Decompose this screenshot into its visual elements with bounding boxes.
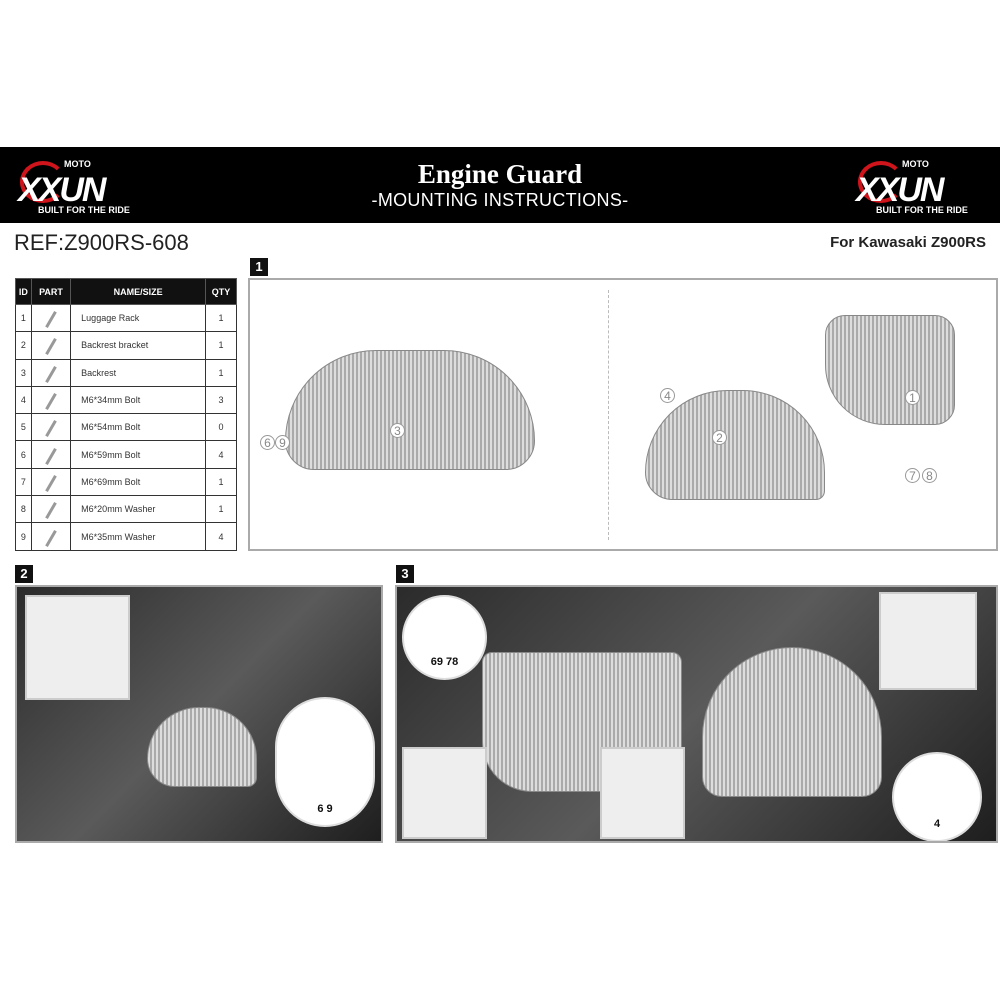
hardware-inset: 6 9 — [275, 697, 375, 827]
part-name: M6*54mm Bolt — [70, 413, 207, 442]
part-id: 7 — [15, 467, 32, 497]
step-1-badge: 1 — [250, 258, 268, 276]
part-qty: 3 — [205, 385, 237, 415]
part-image — [30, 467, 72, 497]
reference-code: REF:Z900RS-608 — [14, 230, 189, 255]
bolt-detail-inset — [25, 595, 130, 700]
part-image — [30, 358, 72, 387]
part-id: 1 — [15, 303, 32, 333]
part-qty: 1 — [205, 303, 237, 333]
part-name: M6*69mm Bolt — [70, 467, 207, 497]
part-id: 6 — [15, 440, 32, 469]
part-qty: 4 — [205, 522, 237, 551]
part-image — [30, 385, 72, 415]
step-2-badge: 2 — [15, 565, 33, 583]
part-name: Luggage Rack — [70, 303, 207, 333]
part-id: 5 — [15, 413, 32, 442]
part-image — [30, 522, 72, 551]
step-3-photo: 69 78 4 — [395, 585, 998, 843]
col-id: ID — [15, 278, 32, 305]
hardware-inset-a: 69 78 — [402, 595, 487, 680]
cover-part-1 — [825, 315, 955, 425]
part-qty: 4 — [205, 440, 237, 469]
part-qty: 1 — [205, 467, 237, 497]
part-name: M6*34mm Bolt — [70, 385, 207, 415]
col-name: NAME/SIZE — [70, 278, 207, 305]
part-image — [30, 495, 72, 524]
page-title: Engine Guard — [417, 159, 583, 189]
part-name: Backrest — [70, 358, 207, 387]
hardware-inset-b: 4 — [892, 752, 982, 841]
part-qty: 0 — [205, 413, 237, 442]
part-id: 2 — [15, 331, 32, 360]
engine-guard-part-3 — [285, 350, 535, 470]
col-qty: QTY — [205, 278, 237, 305]
part-id: 9 — [15, 522, 32, 551]
part-qty: 1 — [205, 495, 237, 524]
part-name: M6*59mm Bolt — [70, 440, 207, 469]
part-qty: 1 — [205, 331, 237, 360]
page-subtitle: -MOUNTING INSTRUCTIONS- — [371, 190, 629, 210]
step-2-photo: 6 9 — [15, 585, 383, 843]
fitment-text: For Kawasaki Z900RS — [830, 234, 986, 251]
col-part: PART — [30, 278, 72, 305]
part-image — [30, 413, 72, 442]
part-image — [30, 303, 72, 333]
part-name: Backrest bracket — [70, 331, 207, 360]
step-3-badge: 3 — [396, 565, 414, 583]
part-qty: 1 — [205, 358, 237, 387]
part-image — [30, 440, 72, 469]
part-id: 3 — [15, 358, 32, 387]
bracket-part-2 — [645, 390, 825, 500]
part-name: M6*20mm Washer — [70, 495, 207, 524]
part-name: M6*35mm Washer — [70, 522, 207, 551]
part-id: 8 — [15, 495, 32, 524]
part-id: 4 — [15, 385, 32, 415]
part-image — [30, 331, 72, 360]
step-1-diagram: 3 6 9 2 4 1 7 8 — [248, 278, 998, 551]
